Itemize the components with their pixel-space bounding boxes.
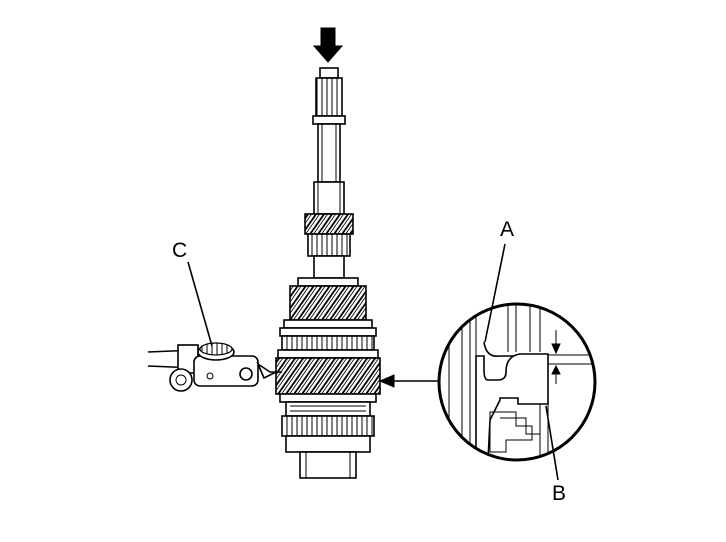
detail-view (437, 302, 597, 462)
callout-a: A (500, 218, 514, 241)
callout-c: C (172, 239, 187, 262)
gear-stack (275, 277, 381, 479)
callout-b: B (552, 482, 566, 505)
pointer-arrow-icon (378, 374, 438, 388)
input-shaft (304, 67, 354, 279)
leader-line-a (484, 243, 506, 343)
press-arrow-icon (312, 27, 344, 63)
leader-line-c (187, 261, 213, 347)
leader-line-b (545, 405, 559, 481)
dial-indicator-icon (147, 342, 282, 392)
